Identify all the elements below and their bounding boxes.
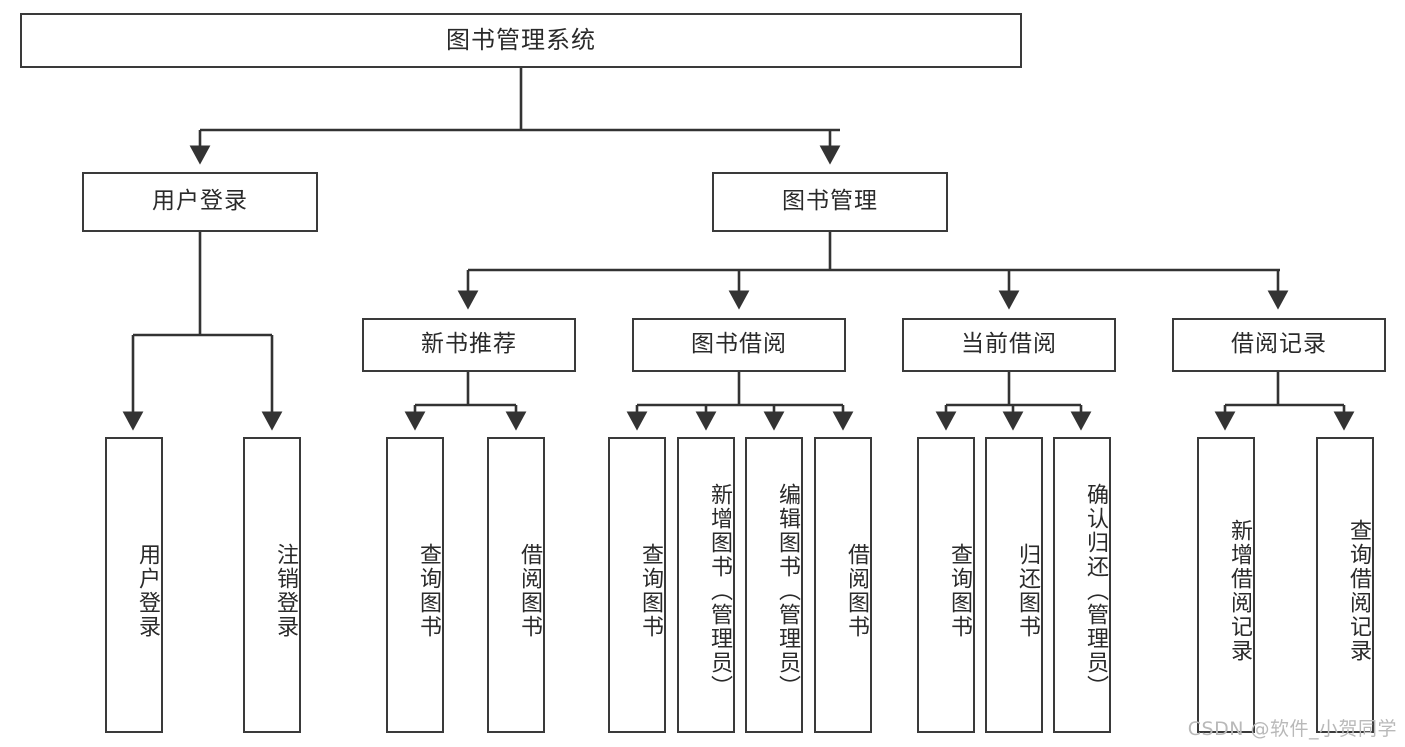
node-label: 当前借阅 bbox=[961, 331, 1057, 358]
node-label: 确认归还（管理员） bbox=[1083, 483, 1108, 699]
leaf-book-borrow-lend[interactable]: 借阅图书 bbox=[814, 437, 872, 733]
node-label: 查询图书 bbox=[416, 543, 441, 639]
node-user-login[interactable]: 用户登录 bbox=[82, 172, 318, 232]
watermark: CSDN @软件_小贺同学 bbox=[1187, 718, 1397, 740]
node-label: 查询图书 bbox=[947, 543, 972, 639]
leaf-book-borrow-edit[interactable]: 编辑图书（管理员） bbox=[745, 437, 803, 733]
leaf-user-login-login[interactable]: 用户登录 bbox=[105, 437, 163, 733]
node-label: 归还图书 bbox=[1015, 543, 1040, 639]
node-label: 编辑图书（管理员） bbox=[775, 483, 800, 699]
node-label: 借阅图书 bbox=[844, 543, 869, 639]
node-current-borrow[interactable]: 当前借阅 bbox=[902, 318, 1116, 372]
leaf-borrow-record-query[interactable]: 查询借阅记录 bbox=[1316, 437, 1374, 733]
node-label: 新增借阅记录 bbox=[1227, 519, 1252, 663]
node-label: 查询借阅记录 bbox=[1346, 519, 1371, 663]
node-label: 借阅记录 bbox=[1231, 331, 1327, 358]
node-label: 注销登录 bbox=[273, 543, 298, 639]
node-root-system[interactable]: 图书管理系统 bbox=[20, 13, 1022, 68]
node-label: 图书管理系统 bbox=[446, 26, 596, 55]
node-label: 新增图书（管理员） bbox=[707, 483, 732, 699]
node-label: 用户登录 bbox=[152, 188, 248, 215]
node-label: 借阅图书 bbox=[517, 543, 542, 639]
leaf-new-book-borrow[interactable]: 借阅图书 bbox=[487, 437, 545, 733]
node-borrow-record[interactable]: 借阅记录 bbox=[1172, 318, 1386, 372]
node-new-book-recommend[interactable]: 新书推荐 bbox=[362, 318, 576, 372]
node-label: 图书借阅 bbox=[691, 331, 787, 358]
node-label: 查询图书 bbox=[638, 543, 663, 639]
leaf-book-borrow-query[interactable]: 查询图书 bbox=[608, 437, 666, 733]
node-book-borrow[interactable]: 图书借阅 bbox=[632, 318, 846, 372]
leaf-user-login-logout[interactable]: 注销登录 bbox=[243, 437, 301, 733]
leaf-current-borrow-query[interactable]: 查询图书 bbox=[917, 437, 975, 733]
leaf-book-borrow-add[interactable]: 新增图书（管理员） bbox=[677, 437, 735, 733]
node-label: 图书管理 bbox=[782, 188, 878, 215]
leaf-new-book-query[interactable]: 查询图书 bbox=[386, 437, 444, 733]
node-label: 新书推荐 bbox=[421, 331, 517, 358]
leaf-current-borrow-confirm-return[interactable]: 确认归还（管理员） bbox=[1053, 437, 1111, 733]
leaf-current-borrow-return[interactable]: 归还图书 bbox=[985, 437, 1043, 733]
node-book-management[interactable]: 图书管理 bbox=[712, 172, 948, 232]
node-label: 用户登录 bbox=[135, 543, 160, 639]
leaf-borrow-record-add[interactable]: 新增借阅记录 bbox=[1197, 437, 1255, 733]
